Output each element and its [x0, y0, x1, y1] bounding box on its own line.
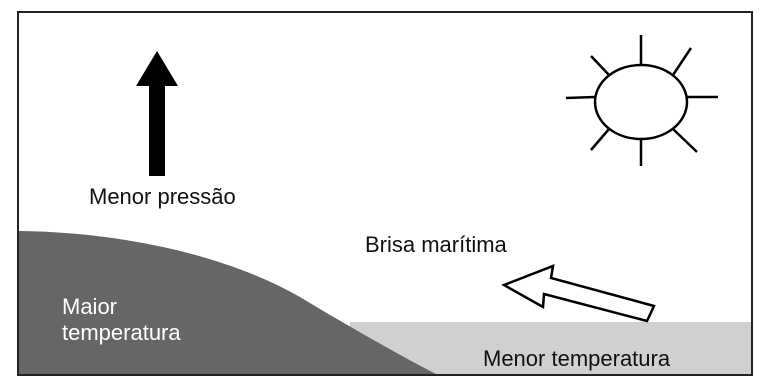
land-mass — [19, 231, 436, 374]
sea-breeze-label: Brisa marítima — [365, 232, 507, 257]
high-temperature-line2: temperatura — [62, 320, 181, 345]
low-temperature-label: Menor temperatura — [483, 346, 671, 371]
breeze-arrow-icon — [501, 264, 656, 323]
high-temperature-label: Maior temperatura — [62, 294, 232, 346]
up-arrow-icon — [136, 51, 178, 176]
low-pressure-label: Menor pressão — [89, 184, 236, 209]
sun-icon — [565, 35, 718, 166]
high-temperature-line1: Maior — [62, 294, 118, 319]
